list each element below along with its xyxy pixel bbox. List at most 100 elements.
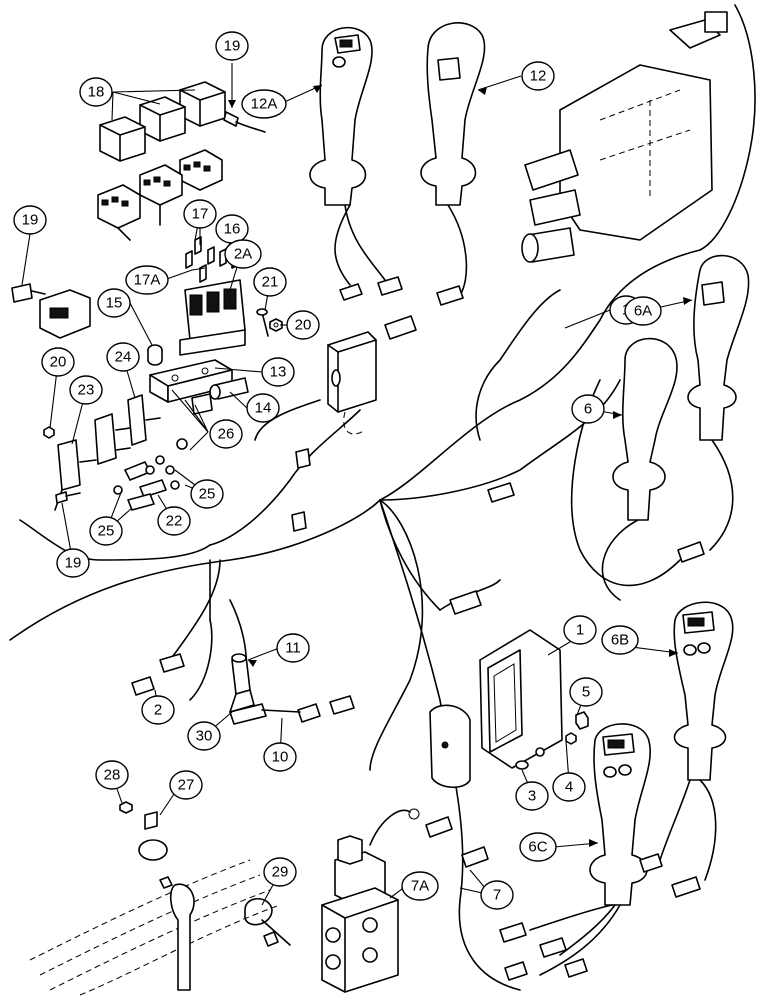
callout-label: 29 <box>272 864 289 881</box>
nut-icon <box>43 426 55 439</box>
callout-2: 2 <box>141 695 175 725</box>
control-valve-icon <box>521 11 728 263</box>
callout-19-top: 19 <box>215 31 249 61</box>
callout-label: 2 <box>154 702 162 719</box>
callout-17A: 17A <box>125 265 169 295</box>
callout-label: 19 <box>65 555 82 572</box>
callout-label: 20 <box>295 317 312 334</box>
socket-connector-icon <box>39 289 91 339</box>
callout-14: 14 <box>246 393 280 423</box>
callout-label: 17 <box>192 206 209 223</box>
callout-label: 28 <box>104 767 121 784</box>
callout-label: 7 <box>493 887 501 904</box>
connector-icon <box>131 276 705 981</box>
callout-11: 11 <box>276 633 310 663</box>
callout-label: 17A <box>134 272 161 289</box>
nut-icon <box>119 801 133 814</box>
hose-bundle-icon <box>29 859 281 996</box>
callout-28: 28 <box>95 760 129 790</box>
callout-label: 12 <box>530 68 547 85</box>
callout-23: 23 <box>69 375 103 405</box>
screw-icon <box>515 711 589 770</box>
callout-13: 13 <box>261 357 295 387</box>
callout-26: 26 <box>209 419 243 449</box>
callout-label: 30 <box>196 728 213 745</box>
callout-19-left: 19 <box>13 205 47 235</box>
callout-label: 6 <box>584 401 592 418</box>
callout-17: 17 <box>183 199 217 229</box>
callout-20-left: 20 <box>41 347 75 377</box>
callout-label: 22 <box>166 513 183 530</box>
callout-12A: 12A <box>241 89 287 119</box>
callout-label: 19 <box>22 212 39 229</box>
bolt-icon <box>11 283 46 303</box>
callout-label: 23 <box>78 382 95 399</box>
pressure-switch-icon <box>229 653 301 725</box>
callout-label: 6C <box>528 839 547 856</box>
callout-label: 25 <box>199 486 216 503</box>
relay-base-icon <box>97 149 223 241</box>
callout-4: 4 <box>552 772 586 802</box>
callout-15: 15 <box>97 288 131 318</box>
callout-7A: 7A <box>401 871 439 901</box>
callout-7: 7 <box>480 880 514 910</box>
callout-22: 22 <box>157 506 191 536</box>
callouts: 19 18 12A 12 17 16 17A 2A 21 20 15 19 13… <box>13 31 693 910</box>
callout-3: 3 <box>515 781 549 811</box>
callout-label: 24 <box>115 349 132 366</box>
callout-label: 11 <box>285 640 301 657</box>
callout-label: 3 <box>528 788 536 805</box>
callout-20-right: 20 <box>286 310 320 340</box>
callout-label: 25 <box>98 523 115 540</box>
callout-24: 24 <box>106 342 140 372</box>
callout-label: 14 <box>255 400 272 417</box>
callout-6C: 6C <box>519 832 557 862</box>
callout-label: 20 <box>50 354 67 371</box>
callout-label: 18 <box>88 84 105 101</box>
bolt-icon <box>209 377 249 400</box>
diode-icon <box>54 394 161 511</box>
callout-29: 29 <box>263 857 297 887</box>
callout-label: 2A <box>234 246 252 263</box>
controller-module-icon <box>429 629 563 789</box>
handle-wires <box>334 204 734 976</box>
callout-label: 7A <box>411 878 429 895</box>
connector-icon <box>191 393 213 415</box>
screw-icon <box>256 308 269 337</box>
callout-label: 6B <box>611 632 629 649</box>
callout-30: 30 <box>187 721 221 751</box>
callout-25-left: 25 <box>89 516 123 546</box>
callout-6A: 6A <box>624 296 662 326</box>
callout-27: 27 <box>169 770 203 800</box>
nut-icon <box>269 318 283 332</box>
callout-label: 19 <box>224 38 241 55</box>
joystick-handle-icon <box>309 22 750 906</box>
terminal-icon <box>113 438 188 511</box>
clamp-icon <box>138 811 291 947</box>
callout-16: 16 <box>215 214 249 244</box>
callout-1-lower: 1 <box>563 615 597 645</box>
fuse-block-icon <box>179 279 246 356</box>
callout-label: 15 <box>106 295 123 312</box>
callout-label: 16 <box>224 221 241 238</box>
callout-label: 5 <box>582 684 590 701</box>
callout-label: 10 <box>272 749 289 766</box>
callout-6B: 6B <box>601 625 639 655</box>
callout-6: 6 <box>571 394 605 424</box>
junction-module-icon <box>327 331 377 435</box>
callout-label: 27 <box>178 777 195 794</box>
callout-label: 4 <box>565 779 573 796</box>
callout-12: 12 <box>521 61 555 91</box>
callout-label: 6A <box>634 303 652 320</box>
callout-2A: 2A <box>224 239 262 269</box>
bolt-icon <box>55 491 81 504</box>
callout-label: 21 <box>262 274 279 291</box>
callout-21: 21 <box>253 267 287 297</box>
callout-10: 10 <box>263 742 297 772</box>
callout-25-right: 25 <box>190 479 224 509</box>
callout-label: 1 <box>576 622 584 639</box>
spacer-icon <box>147 344 163 366</box>
callout-5: 5 <box>569 677 603 707</box>
